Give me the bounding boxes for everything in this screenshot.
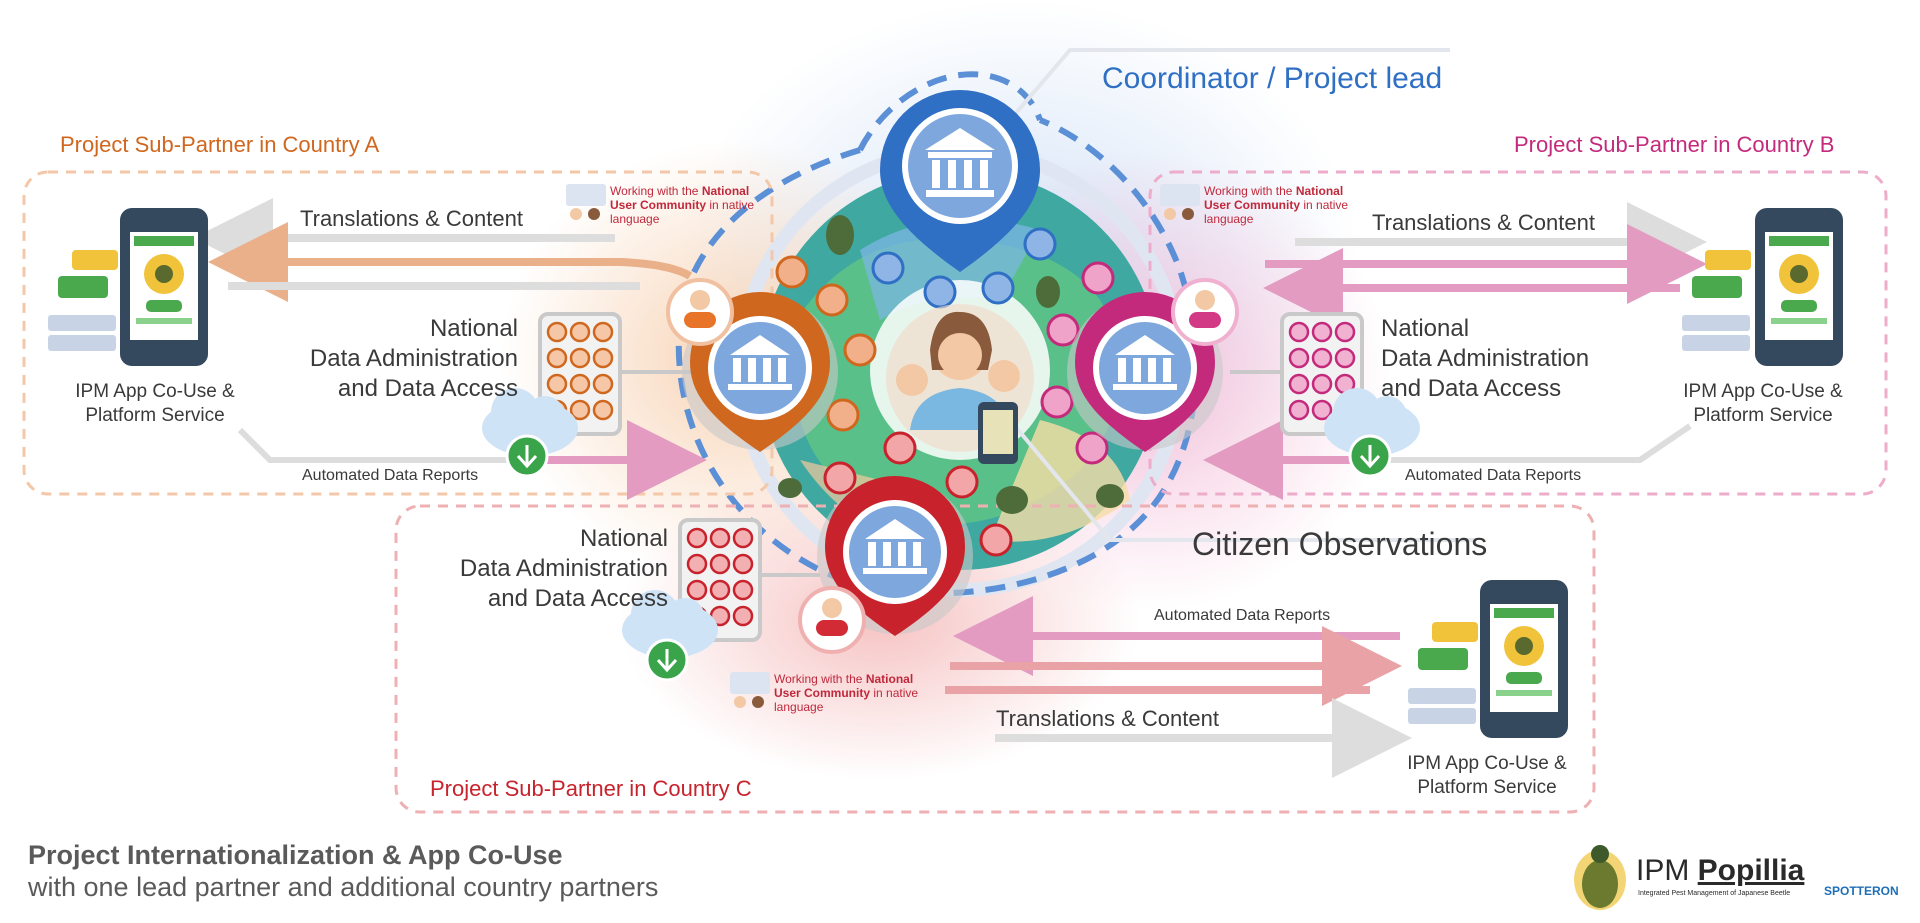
app-platform-a [48,208,208,366]
popillia-logo-beetle [1574,845,1626,910]
cloud-download-icon-a [482,388,578,478]
translations-label-c: Translations & Content [996,706,1219,731]
service-label-b: IPM App Co-Use & Platform Service [1683,381,1843,426]
nda-label-a: National Data Administration and Data Ac… [309,315,518,402]
beetles [778,215,1124,514]
cloud-download-icon-c [622,590,718,682]
translations-label-b: Translations & Content [1372,210,1595,235]
data-grid-c [678,518,762,642]
community-note-a: Working with the National User Community… [610,184,755,226]
partner-c-marker [817,476,973,636]
citizen-observations-label: Citizen Observations [1192,526,1488,562]
app-platform-b [1682,208,1843,366]
brand-name: IPM Popillia [1636,854,1805,887]
reports-label-b: Automated Data Reports [1405,467,1582,484]
nda-label-b: National Data Administration and Data Ac… [1381,315,1590,402]
coordinator-label: Coordinator / Project lead [1102,62,1443,95]
partner-b-title: Project Sub-Partner in Country B [1514,132,1835,157]
reports-label-c: Automated Data Reports [1154,607,1331,624]
nda-label-c: National Data Administration and Data Ac… [459,525,668,612]
translations-label-a: Translations & Content [300,206,523,231]
cloud-download-icon-b [1324,388,1420,478]
community-note-c: Working with the National User Community… [774,672,919,714]
partner-a-title: Project Sub-Partner in Country A [60,132,380,157]
brand-tagline: Integrated Pest Management of Japanese B… [1638,890,1791,897]
reports-label-a: Automated Data Reports [302,467,479,484]
community-note-icons [566,184,1200,708]
footer-subtitle: with one lead partner and additional cou… [28,872,659,902]
observation-pins [775,227,1115,557]
footer-title: Project Internationalization & App Co-Us… [28,840,563,870]
service-label-a: IPM App Co-Use & Platform Service [75,381,235,426]
spotteron-logo: SPOTTERON [1824,884,1899,898]
coordinator-marker [880,90,1040,272]
community-center [886,304,1034,464]
app-platform-c [1408,580,1568,738]
community-note-b: Working with the National User Community… [1204,184,1349,226]
partner-c-title: Project Sub-Partner in Country C [430,776,752,801]
service-label-c: IPM App Co-Use & Platform Service [1407,753,1567,798]
community-badges [666,278,1239,654]
